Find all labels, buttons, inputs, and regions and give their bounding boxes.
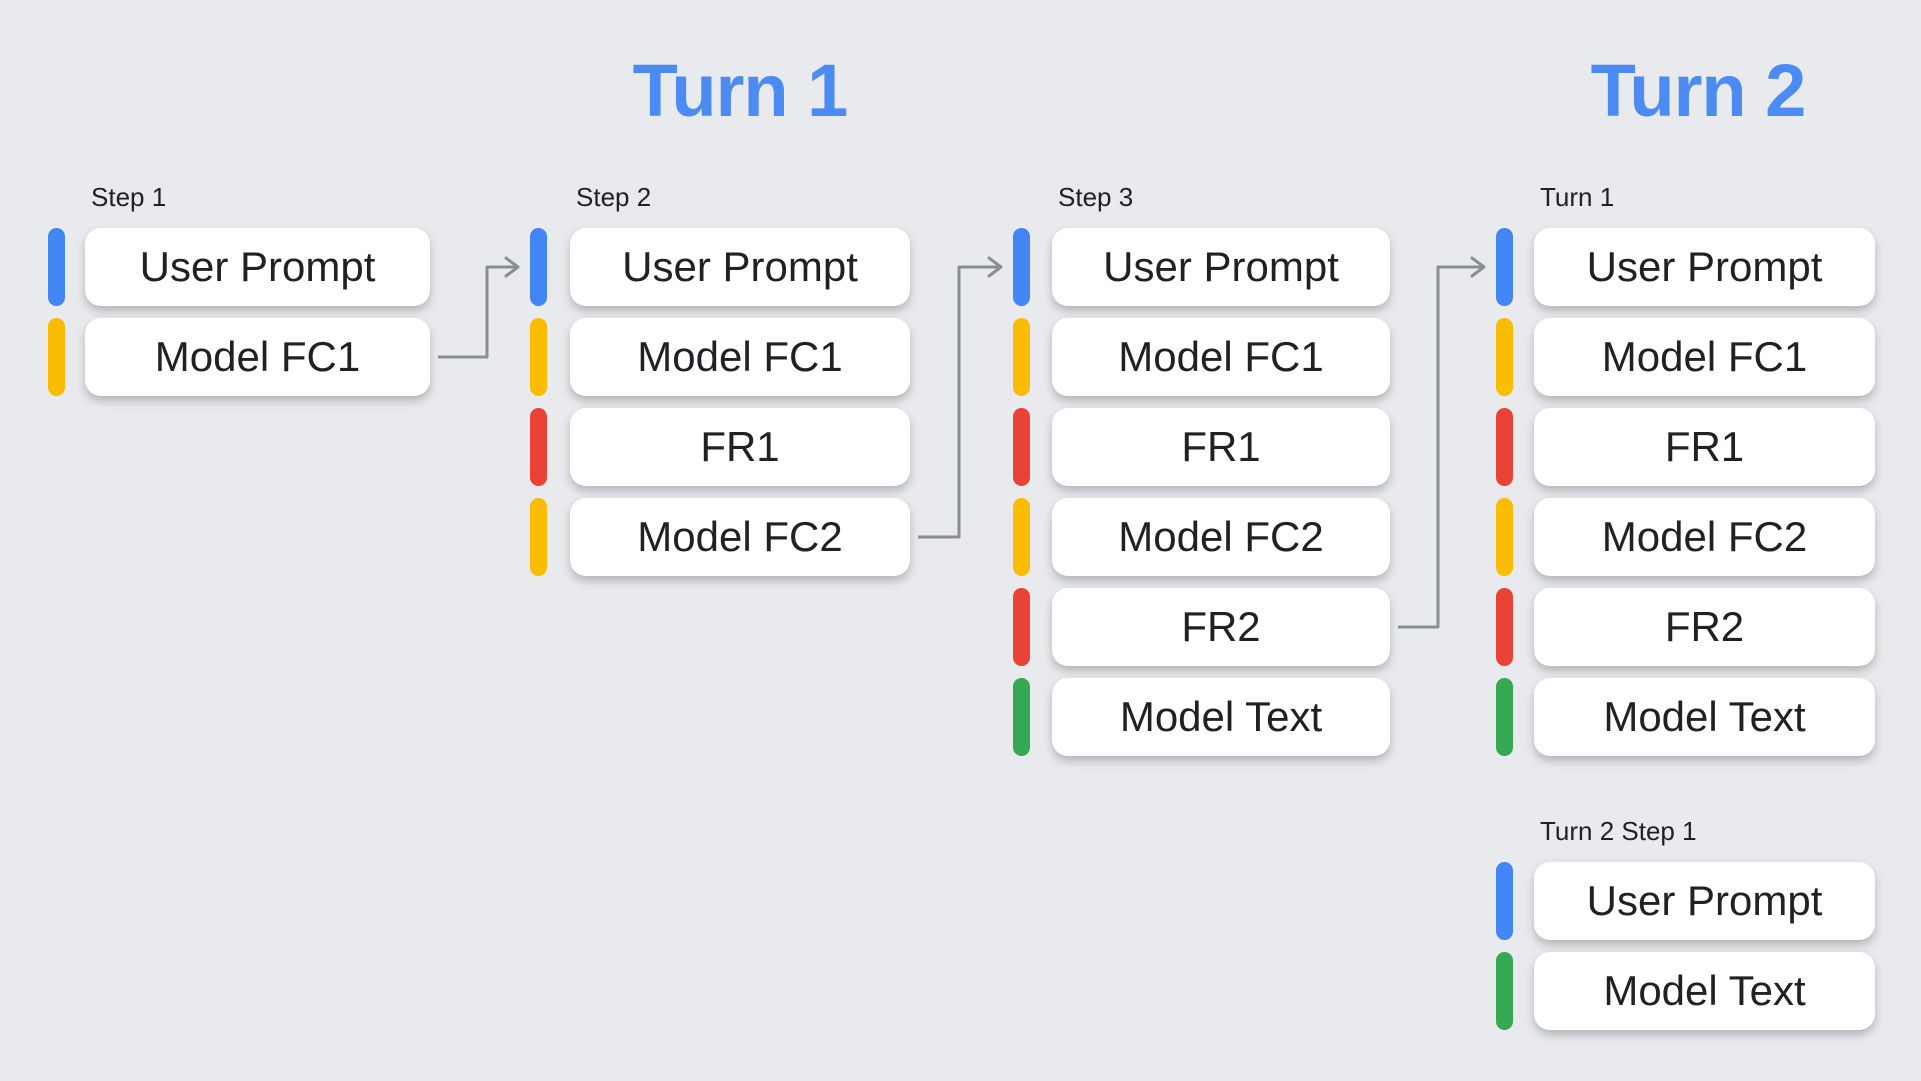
user-prompt-card: User Prompt xyxy=(1534,228,1875,306)
card-label: FR1 xyxy=(700,423,780,470)
group-label-step-1: Step 1 xyxy=(91,182,167,212)
card-label: User Prompt xyxy=(1103,243,1339,290)
card-label: User Prompt xyxy=(139,243,376,290)
arrowhead-icon xyxy=(504,256,520,278)
card-label: User Prompt xyxy=(1586,243,1823,290)
card-label: Model FC2 xyxy=(637,513,843,560)
flow-arrow xyxy=(1398,265,1484,629)
arrowhead-icon xyxy=(987,256,1003,278)
card-label: Model FC2 xyxy=(1601,513,1808,560)
yellow-indicator-bar xyxy=(1496,318,1513,396)
card-label: Model Text xyxy=(1119,693,1323,740)
blue-indicator-bar xyxy=(1496,862,1513,940)
card-label: Model FC1 xyxy=(1601,333,1808,380)
group-label-turn-1: Turn 1 xyxy=(1540,182,1615,212)
card-label: Model FC2 xyxy=(1118,513,1324,560)
flow-arrow xyxy=(438,265,518,359)
card-label: FR1 xyxy=(1664,423,1745,470)
user-prompt-card: User Prompt xyxy=(85,228,430,306)
user-prompt-card: User Prompt xyxy=(1534,862,1875,940)
yellow-indicator-bar xyxy=(530,498,547,576)
card-label: FR2 xyxy=(1664,603,1745,650)
yellow-indicator-bar xyxy=(48,318,65,396)
model-fc2-card: Model FC2 xyxy=(1534,498,1875,576)
card-label: FR2 xyxy=(1181,603,1261,650)
green-indicator-bar xyxy=(1013,678,1030,756)
yellow-indicator-bar xyxy=(1013,318,1030,396)
yellow-indicator-bar xyxy=(530,318,547,396)
blue-indicator-bar xyxy=(1496,228,1513,306)
card-label: Model Text xyxy=(1603,967,1806,1014)
user-prompt-card: User Prompt xyxy=(1052,228,1390,306)
yellow-indicator-bar xyxy=(1013,498,1030,576)
model-fc1-card: Model FC1 xyxy=(570,318,910,396)
fr2-card: FR2 xyxy=(1052,588,1390,666)
fr1-card: FR1 xyxy=(570,408,910,486)
blue-indicator-bar xyxy=(48,228,65,306)
model-text-card: Model Text xyxy=(1534,678,1875,756)
group-label-turn-2-step-1: Turn 2 Step 1 xyxy=(1540,816,1697,846)
model-fc1-card: Model FC1 xyxy=(85,318,430,396)
red-indicator-bar xyxy=(530,408,547,486)
turn-1-title: Turn 1 xyxy=(632,49,849,132)
card-label: Model FC1 xyxy=(637,333,843,380)
green-indicator-bar xyxy=(1496,952,1513,1030)
blue-indicator-bar xyxy=(530,228,547,306)
fr1-card: FR1 xyxy=(1052,408,1390,486)
card-label: User Prompt xyxy=(622,243,858,290)
model-fc1-card: Model FC1 xyxy=(1534,318,1875,396)
model-text-card: Model Text xyxy=(1052,678,1390,756)
red-indicator-bar xyxy=(1013,588,1030,666)
fr1-card: FR1 xyxy=(1534,408,1875,486)
arrowhead-icon xyxy=(1470,256,1486,278)
model-fc2-card: Model FC2 xyxy=(570,498,910,576)
group-label-step-2: Step 2 xyxy=(576,182,652,212)
user-prompt-card: User Prompt xyxy=(570,228,910,306)
card-label: FR1 xyxy=(1181,423,1261,470)
card-label: Model FC1 xyxy=(154,333,361,380)
yellow-indicator-bar xyxy=(1496,498,1513,576)
red-indicator-bar xyxy=(1496,588,1513,666)
flow-arrow xyxy=(918,265,1001,539)
model-fc2-card: Model FC2 xyxy=(1052,498,1390,576)
turn-2-title: Turn 2 xyxy=(1590,49,1807,132)
card-label: User Prompt xyxy=(1586,877,1823,924)
green-indicator-bar xyxy=(1496,678,1513,756)
card-label: Model FC1 xyxy=(1118,333,1324,380)
group-label-step-3: Step 3 xyxy=(1058,182,1134,212)
model-fc1-card: Model FC1 xyxy=(1052,318,1390,396)
card-label: Model Text xyxy=(1603,693,1806,740)
fr2-card: FR2 xyxy=(1534,588,1875,666)
red-indicator-bar xyxy=(1496,408,1513,486)
blue-indicator-bar xyxy=(1013,228,1030,306)
model-text-card: Model Text xyxy=(1534,952,1875,1030)
red-indicator-bar xyxy=(1013,408,1030,486)
